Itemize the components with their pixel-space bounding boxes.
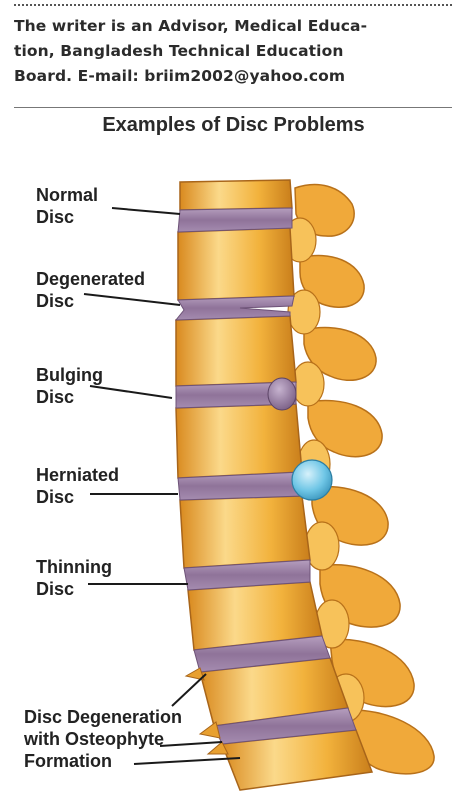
diagram-title: Examples of Disc Problems [102, 114, 365, 136]
label-degenerated-disc: Degenerated Disc [36, 268, 145, 312]
author-byline: The writer is an Advisor, Medical Educa-… [14, 14, 452, 89]
osteophyte-spurs [184, 667, 229, 755]
label-thinning-line-2: Disc [36, 579, 75, 599]
bulge-protrusion [267, 377, 297, 411]
byline-line-2: tion, Bangladesh Technical Education [14, 42, 344, 60]
label-normal-line-2: Disc [36, 207, 75, 227]
leader-lines [83, 207, 241, 765]
normal-disc [177, 207, 293, 233]
label-osteophyte-formation: Disc Degeneration with Osteophyte Format… [24, 706, 182, 772]
label-herniated-disc: Herniated Disc [36, 464, 119, 508]
label-bulging-line-2: Disc [36, 387, 75, 407]
label-normal-line-1: Normal [36, 185, 99, 205]
degenerating-disc-lower [193, 635, 331, 673]
label-thinning-disc: Thinning Disc [36, 556, 112, 600]
label-degenerated-line-1: Degenerated [36, 269, 146, 289]
label-degenerated-line-2: Disc [36, 291, 75, 311]
vertebral-bodies [175, 179, 374, 791]
herniation-protrusion [291, 459, 333, 501]
label-herniated-line-1: Herniated [36, 465, 120, 485]
thinning-disc [183, 559, 311, 591]
bulging-disc [175, 381, 297, 409]
dotted-separator [14, 4, 452, 6]
degenerated-disc [174, 295, 295, 321]
byline-line-1: The writer is an Advisor, Medical Educa- [14, 17, 368, 35]
section-divider [14, 107, 452, 108]
label-bulging-line-1: Bulging [36, 365, 103, 385]
label-normal-disc: Normal Disc [36, 184, 98, 228]
label-thinning-line-1: Thinning [36, 557, 112, 577]
label-osteophyte-line-2: with Osteophyte [24, 729, 165, 749]
label-osteophyte-line-3: Formation [24, 751, 112, 771]
intervertebral-discs [174, 207, 357, 745]
byline-line-3: Board. E-mail: briim2002@yahoo.com [14, 67, 346, 85]
label-herniated-line-2: Disc [36, 487, 75, 507]
label-osteophyte-line-1: Disc Degeneration [24, 707, 183, 727]
label-bulging-disc: Bulging Disc [36, 364, 103, 408]
